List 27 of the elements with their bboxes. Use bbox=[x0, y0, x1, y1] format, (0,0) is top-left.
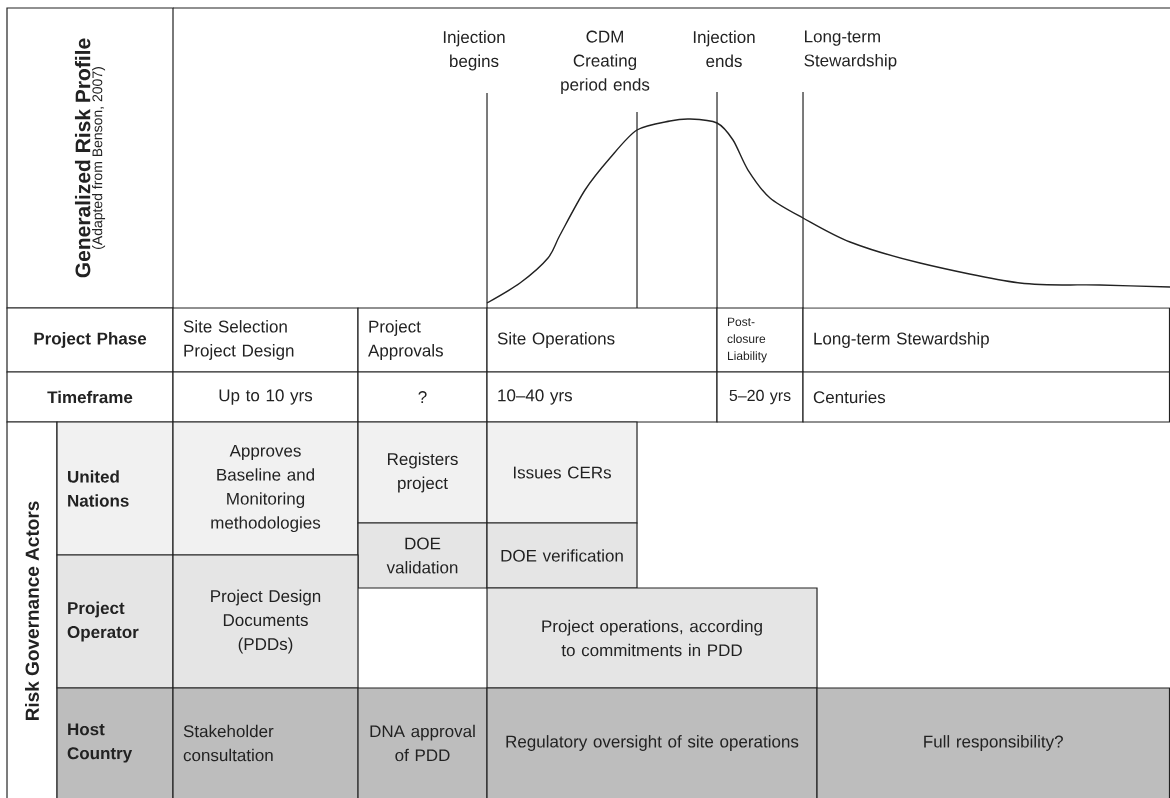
table-cell: DOE validation bbox=[357, 522, 488, 589]
table-cell: Site Selection Project Design bbox=[172, 307, 359, 373]
node-label: Long-term Stewardship bbox=[814, 332, 989, 348]
table-cell: DOE verification bbox=[486, 522, 638, 589]
node-label: DNA approval of PDD bbox=[370, 724, 475, 762]
table-cell: Timeframe bbox=[6, 371, 174, 423]
table-cell: Full responsibility? bbox=[816, 687, 1170, 798]
table-cell: DNA approval of PDD bbox=[357, 687, 488, 798]
table-cell: Host Country bbox=[56, 687, 174, 798]
table-cell: Approves Baseline and Monitoring methodologies bbox=[172, 421, 359, 556]
table-cell: Post-closure Liability bbox=[716, 307, 804, 373]
table-cell: Stakeholder consultation bbox=[172, 687, 359, 798]
annotation-label: Injection begins bbox=[443, 30, 505, 71]
annotation-label: Injection ends bbox=[693, 30, 755, 68]
table-cell: Project Design Documents (PDDs) bbox=[172, 554, 359, 689]
table-cell: Project Operator bbox=[56, 554, 174, 689]
table-cell: Project Approvals bbox=[357, 307, 488, 373]
table-cell: 5–20 yrs bbox=[716, 371, 804, 423]
annotation-label: Long-term Stewardship bbox=[804, 30, 897, 70]
annotation-label: CDM Creating period ends bbox=[561, 30, 650, 94]
node-label: Host Country bbox=[67, 723, 133, 763]
table-cell: Issues CERs bbox=[486, 421, 638, 524]
table-cell: ? bbox=[357, 371, 488, 423]
table-cell: Up to 10 yrs bbox=[172, 371, 359, 423]
table-cell: United Nations bbox=[56, 421, 174, 556]
table-cell: Project Phase bbox=[6, 307, 174, 373]
table-cell: Registers project bbox=[357, 421, 488, 524]
